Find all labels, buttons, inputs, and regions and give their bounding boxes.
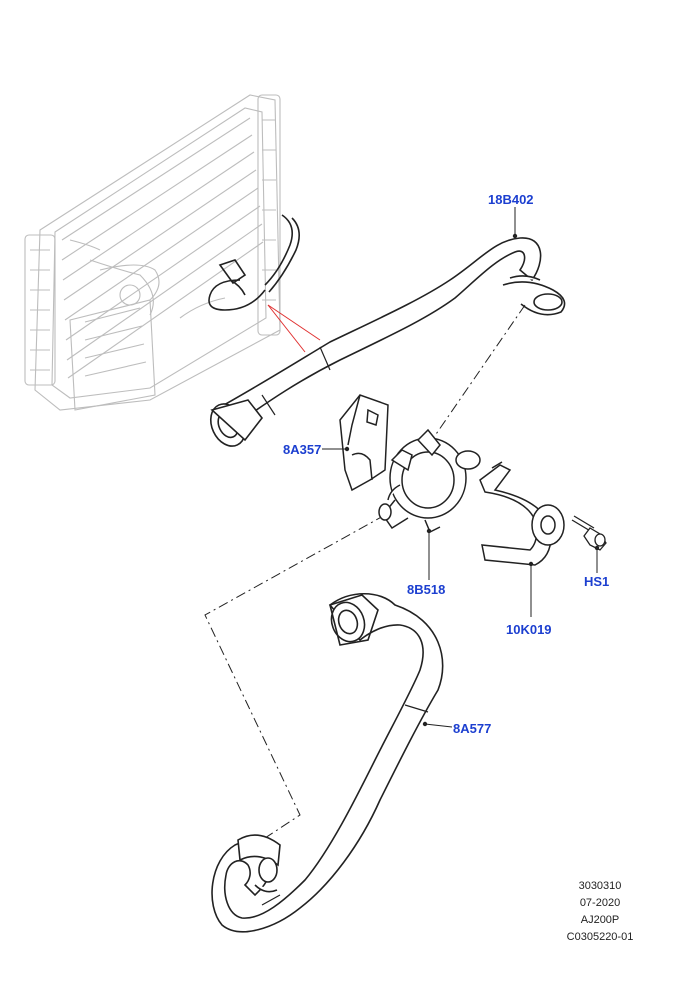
pump-bracket [479, 461, 565, 566]
label-10K019[interactable]: 10K019 [506, 622, 552, 637]
doc-model-code: AJ200P [580, 914, 620, 926]
lower-coolant-hose [211, 593, 444, 933]
label-8A357[interactable]: 8A357 [283, 442, 321, 457]
leader-dots [344, 233, 600, 727]
coolant-pump [378, 428, 481, 534]
radiator-assembly [24, 94, 281, 411]
upper-coolant-hose [209, 237, 566, 447]
bracket-clip [339, 394, 389, 492]
label-18B402[interactable]: 18B402 [488, 192, 534, 207]
document-info-block: 3030310 07-2020 AJ200P C0305220-01 [555, 878, 645, 946]
label-8B518[interactable]: 8B518 [407, 582, 445, 597]
doc-illustration-id: C0305220-01 [566, 931, 634, 943]
bolt [571, 515, 607, 551]
label-8A577[interactable]: 8A577 [453, 721, 491, 736]
doc-number: 3030310 [578, 880, 622, 892]
doc-date: 07-2020 [579, 897, 621, 909]
radiator-hose-connection [208, 214, 300, 311]
label-leader-lines [322, 207, 598, 728]
detail-callout-lines [267, 304, 321, 353]
label-HS1[interactable]: HS1 [584, 574, 609, 589]
assembly-dashdot-lines [204, 304, 526, 841]
